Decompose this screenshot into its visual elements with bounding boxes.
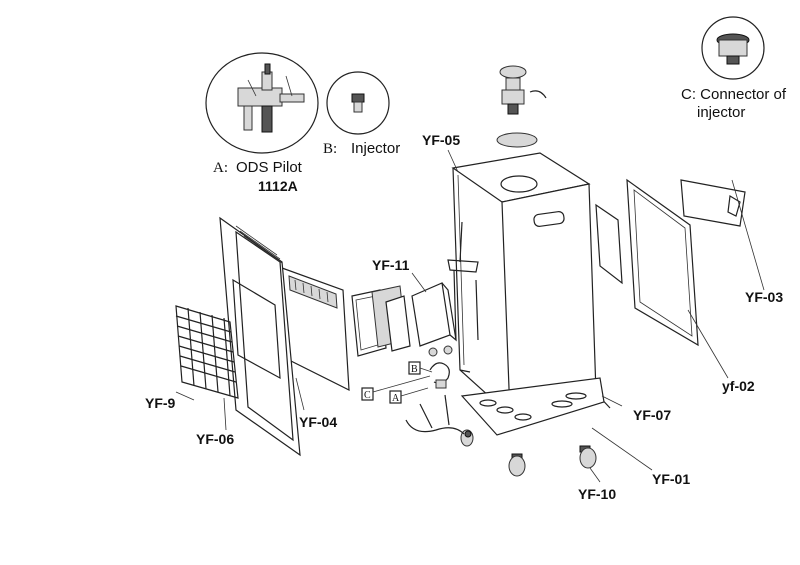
casters (460, 429, 597, 477)
side-panel-frame (626, 178, 699, 347)
injector-letter: B: (323, 141, 337, 157)
marker-c-label: C (364, 390, 371, 401)
safety-grille (175, 305, 239, 399)
marker-a: A (389, 387, 429, 404)
part-label-yf03: YF-03 (745, 289, 783, 305)
part-label-yf02: yf-02 (722, 378, 755, 394)
part-label-yf04: YF-04 (299, 414, 337, 430)
injector-label: Injector (351, 140, 400, 157)
leader-lines (175, 149, 765, 483)
burner-assembly (405, 221, 479, 438)
ods-pilot-letter: A: (213, 160, 228, 176)
ods-pilot-code: 1112A (258, 178, 298, 194)
part-label-yf06: YF-06 (196, 431, 234, 447)
connector-label-line2: injector (697, 104, 745, 121)
marker-b: B (408, 361, 433, 375)
part-label-yf05: YF-05 (422, 132, 460, 148)
part-label-yf9: YF-9 (145, 395, 176, 411)
base-plate (460, 377, 605, 436)
top-valve-assembly (496, 65, 547, 148)
main-cabinet (451, 152, 597, 416)
marker-b-label: B (411, 364, 418, 375)
part-label-yf07: YF-07 (633, 407, 671, 423)
part-label-yf10: YF-10 (578, 486, 616, 502)
marker-a-label: A (392, 393, 400, 404)
side-bracket (680, 179, 746, 227)
marker-c: C (361, 375, 431, 401)
ods-pilot-callout: A: ODS Pilot 1112A (205, 52, 319, 194)
front-panel (219, 216, 301, 457)
mesh-screens (351, 285, 411, 357)
ods-pilot-illustration (237, 63, 305, 133)
injector-callout: B: Injector (323, 71, 400, 157)
side-insulation-panel (595, 203, 623, 285)
part-label-yf11: YF-11 (372, 257, 410, 273)
connector-label-line1: C: Connector of (681, 86, 787, 103)
connector-illustration (716, 33, 750, 65)
part-label-yf01: YF-01 (652, 471, 690, 487)
injector-illustration (351, 93, 365, 113)
ods-pilot-label: ODS Pilot (236, 159, 303, 176)
connector-callout: C: Connector of injector (681, 16, 787, 121)
